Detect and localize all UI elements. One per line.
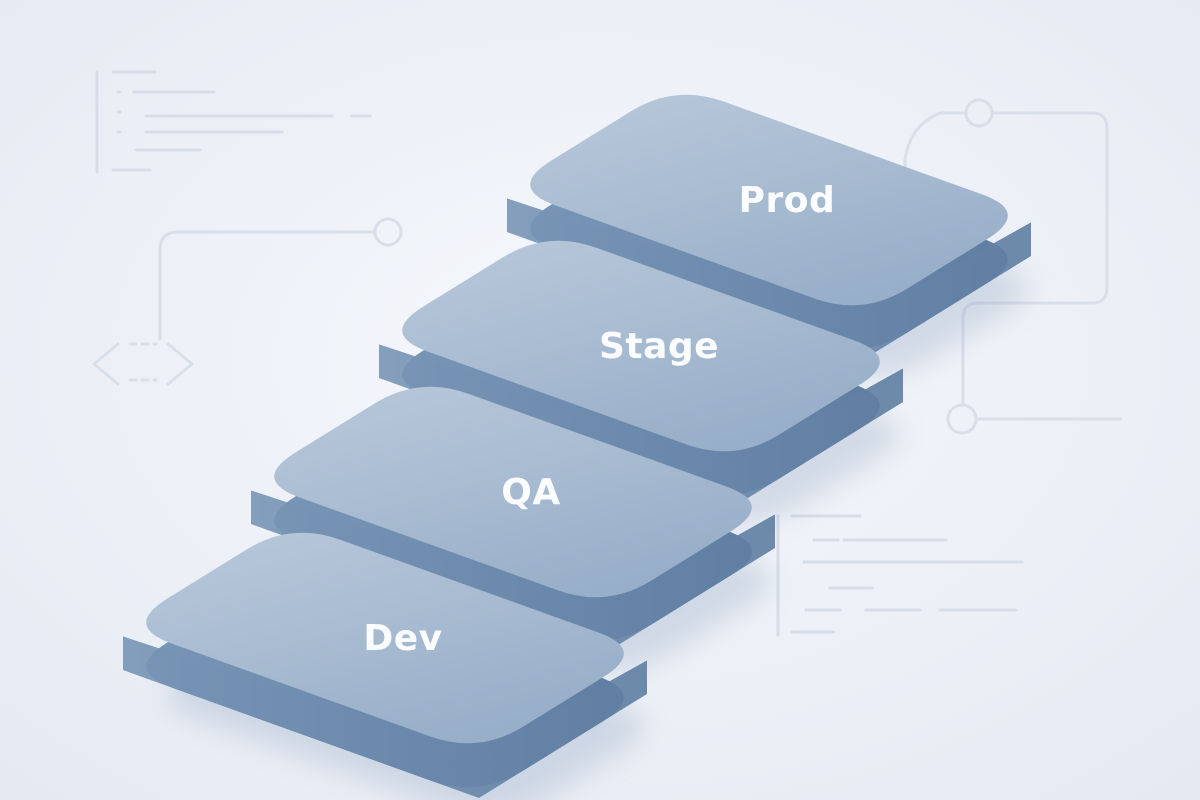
step-top-face (530, 94, 1008, 306)
step-front-band (507, 198, 1031, 360)
step-top-face (274, 386, 752, 598)
step-front-band (251, 490, 775, 652)
step-label: Dev (363, 618, 442, 659)
step-label: Prod (739, 180, 836, 221)
step-prod: Prod (507, 94, 1031, 378)
step-stage: Stage (379, 240, 903, 524)
step-label: QA (501, 472, 560, 513)
step-dev: Dev (123, 532, 647, 800)
step-front-band (123, 636, 647, 798)
step-top-face (146, 532, 624, 744)
code-brackets-icon (92, 342, 194, 386)
code-lines-decoration-bottom-right (776, 514, 1024, 637)
step-qa: QA (251, 386, 775, 670)
step-label: Stage (599, 326, 719, 367)
step-front-band (379, 344, 903, 506)
code-lines-decoration-top-left (95, 70, 372, 174)
circuit-decoration-left (158, 217, 403, 340)
step-top-face (402, 240, 880, 452)
